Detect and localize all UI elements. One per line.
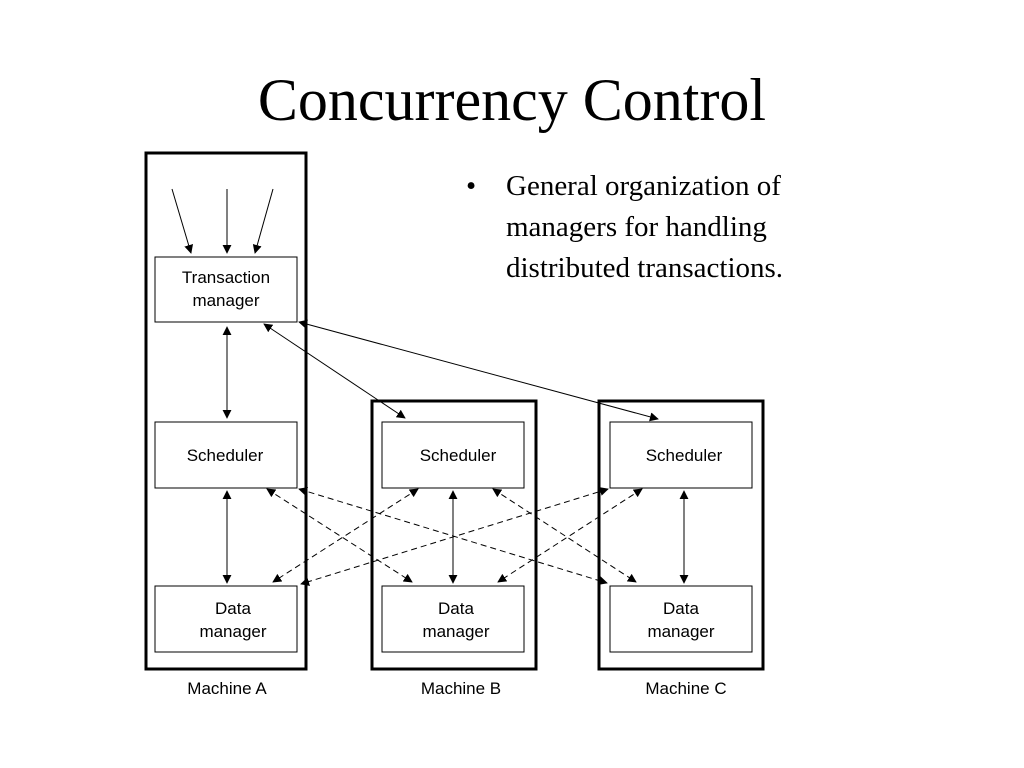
tm-to-scheduler-c-arrow: [298, 319, 659, 422]
data-manager-label-2: manager: [647, 622, 714, 641]
tm-to-scheduler-b-arrow: [263, 323, 406, 419]
machine-b-label: Machine B: [421, 679, 501, 698]
data-manager-machine-a: Data manager: [154, 585, 298, 653]
incoming-arrow-3: [252, 188, 274, 254]
data-manager-label-2: manager: [422, 622, 489, 641]
data-manager-label-1: Data: [663, 599, 699, 618]
scheduler-b-to-dm-a-arrow: [272, 488, 419, 583]
data-manager-label-1: Data: [215, 599, 251, 618]
bullet-marker: •: [466, 170, 477, 202]
scheduler-label: Scheduler: [187, 446, 264, 465]
transaction-manager: Transaction manager: [154, 256, 298, 323]
scheduler-machine-b: Scheduler: [381, 421, 525, 489]
transaction-manager-label-2: manager: [192, 291, 259, 310]
data-manager-machine-b: Data manager: [381, 585, 525, 653]
bullet-line-3: distributed transactions.: [506, 252, 784, 284]
scheduler-a-to-dm-b-arrow: [266, 488, 413, 583]
scheduler-machine-a: Scheduler: [154, 421, 298, 489]
incoming-arrow-1: [171, 188, 194, 254]
bullet-line-1: General organization of: [506, 170, 781, 202]
data-manager-label-2: manager: [199, 622, 266, 641]
transaction-manager-label-1: Transaction: [182, 268, 270, 287]
scheduler-machine-c: Scheduler: [609, 421, 753, 489]
machine-a-label: Machine A: [187, 679, 267, 698]
slide-title: Concurrency Control: [257, 67, 767, 133]
dashed-cross-arrows: [266, 487, 643, 586]
data-manager-machine-c: Data manager: [609, 585, 753, 653]
scheduler-label: Scheduler: [420, 446, 497, 465]
incoming-request-arrows: [171, 188, 274, 254]
machine-c-label: Machine C: [645, 679, 726, 698]
scheduler-c-to-dm-b-arrow: [497, 488, 643, 583]
bullet-line-2: managers for handling: [506, 211, 767, 243]
data-manager-label-1: Data: [438, 599, 474, 618]
bullet-text: General organization of managers for han…: [506, 166, 866, 289]
scheduler-label: Scheduler: [646, 446, 723, 465]
